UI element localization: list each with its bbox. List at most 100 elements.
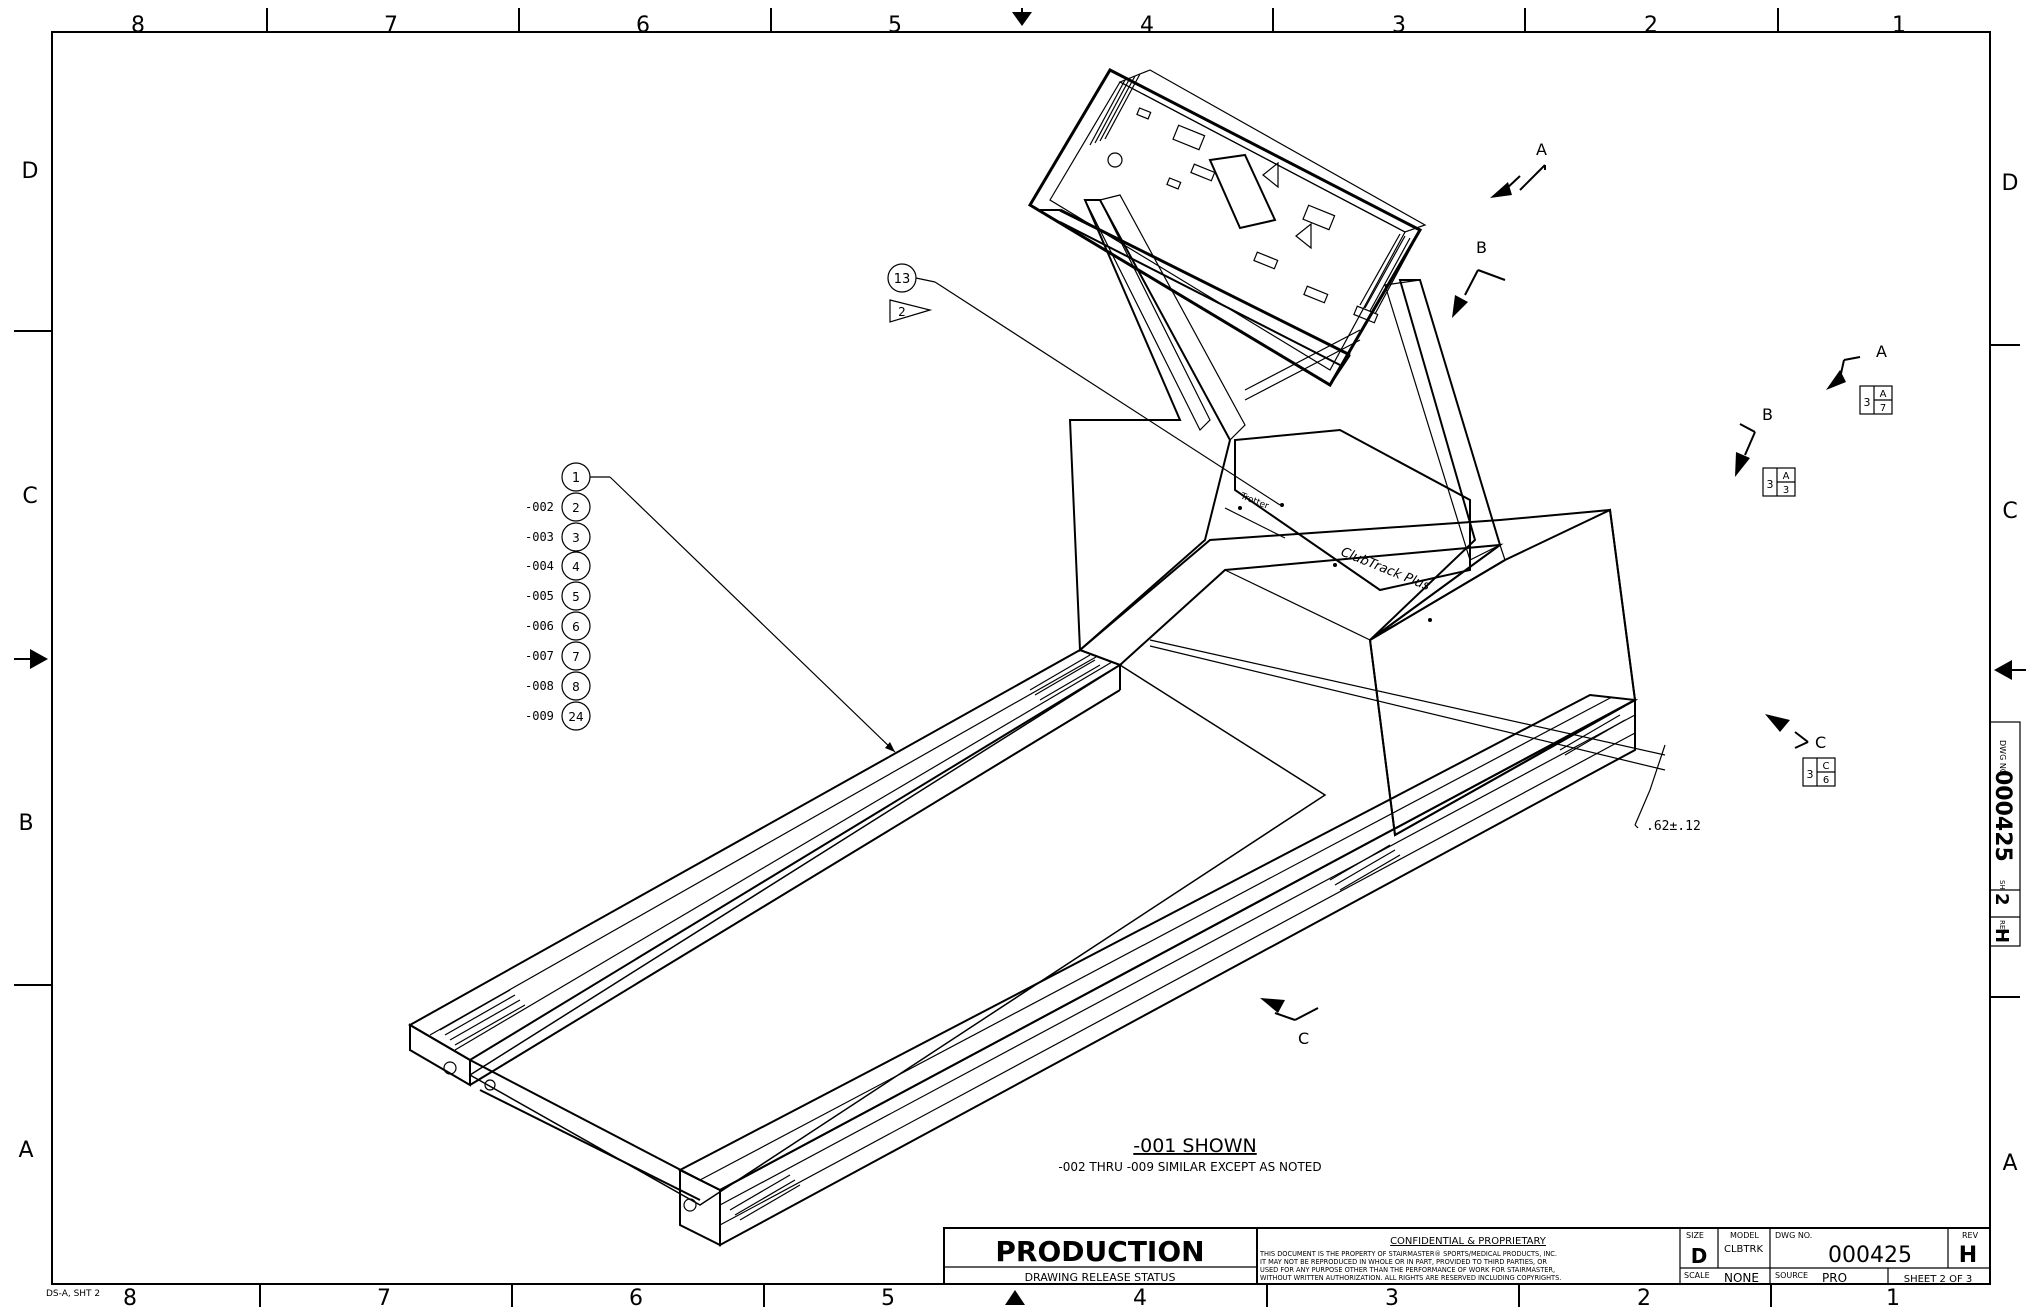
zone-row-label: D — [22, 159, 39, 184]
release-status-caption: DRAWING RELEASE STATUS — [1025, 1271, 1176, 1284]
item-callouts: 1 -002 2 -003 3 -004 4 -005 5 -006 6 -00… — [525, 263, 1281, 753]
dash-number: -006 — [525, 619, 554, 633]
source-label: SOURCE — [1775, 1271, 1808, 1280]
top-zone-labels: 8 7 6 5 4 3 2 1 — [131, 13, 1906, 38]
view-ref-b: 3 A 3 — [1762, 467, 1796, 497]
view-arrows: A B A 3 A 7 B 3 A 3 — [1260, 140, 1893, 1048]
view-label-a-right: A — [1876, 342, 1887, 361]
dash-item-label: 8 — [572, 680, 580, 694]
console-uprights — [1068, 194, 1502, 653]
svg-text:C: C — [1823, 761, 1830, 772]
balloon-item-label: 1 — [572, 471, 580, 486]
zone-row-label: D — [2002, 171, 2019, 196]
zone-row-label: C — [22, 484, 37, 509]
dash-item-label: 5 — [572, 590, 580, 604]
height-dimension: .62±.12 — [1149, 639, 1701, 834]
confidential-line: USED FOR ANY PURPOSE OTHER THAN THE PERF… — [1260, 1266, 1555, 1274]
dash-number: -002 — [525, 500, 554, 514]
zone-col-label: 6 — [629, 1286, 643, 1307]
dash-number: -007 — [525, 649, 554, 663]
flag-note-2 — [889, 299, 933, 323]
console-panel — [1027, 68, 1427, 388]
zone-row-label: A — [18, 1138, 33, 1163]
confidential-title: CONFIDENTIAL & PROPRIETARY — [1390, 1236, 1547, 1247]
dash-item-label: 2 — [572, 501, 580, 515]
brand-mark: Trotter — [1238, 491, 1270, 512]
view-label-a: A — [1536, 140, 1547, 159]
view-label-b-right: B — [1762, 405, 1773, 424]
svg-text:7: 7 — [1880, 403, 1886, 414]
right-zone-labels: D C A — [2002, 171, 2019, 1176]
size-value: D — [1691, 1244, 1708, 1268]
zone-col-label: 5 — [881, 1286, 895, 1307]
svg-text:A: A — [1783, 471, 1790, 482]
dash-item-label: 6 — [572, 620, 580, 634]
side-dwg-number: 000425 — [1990, 770, 2015, 862]
dwgno-value: 000425 — [1828, 1243, 1912, 1268]
rev-value: H — [1959, 1243, 1977, 1268]
zone-col-label: 1 — [1886, 1286, 1900, 1307]
dash-item-label: 4 — [572, 560, 580, 574]
zone-col-label: 5 — [888, 13, 902, 38]
sheet-ref-label: DS-A, SHT 2 — [46, 1289, 100, 1299]
sheet-count: SHEET 2 OF 3 — [1904, 1274, 1973, 1285]
dash-number: -004 — [525, 559, 554, 573]
flag-note-label: 2 — [898, 305, 906, 319]
drawing-border — [14, 8, 2026, 1307]
view-ref-a: 3 A 7 — [1859, 385, 1893, 415]
dwgno-label: DWG NO. — [1775, 1231, 1812, 1240]
dash-number: -005 — [525, 589, 554, 603]
view-ref-c: 3 C 6 — [1802, 757, 1836, 787]
view-label-c-right: C — [1815, 733, 1826, 752]
shown-note: -001 SHOWN — [1133, 1135, 1256, 1157]
svg-text:3: 3 — [1783, 485, 1789, 496]
zone-col-label: 4 — [1140, 13, 1154, 38]
svg-text:A: A — [1880, 389, 1887, 400]
confidential-line: THIS DOCUMENT IS THE PROPERTY OF STAIRMA… — [1259, 1250, 1557, 1258]
zone-row-label: B — [18, 811, 33, 836]
side-title-tab: DWG NO 000425 SH 2 REV H — [1989, 721, 2021, 947]
view-label-c: C — [1298, 1029, 1309, 1048]
release-status: PRODUCTION — [995, 1235, 1204, 1268]
view-label-b: B — [1476, 238, 1487, 257]
title-block: PRODUCTION DRAWING RELEASE STATUS CONFID… — [943, 1227, 1991, 1285]
balloon-item-label: 13 — [894, 272, 911, 287]
front-roller — [443, 1059, 701, 1212]
zone-col-label: 6 — [636, 13, 650, 38]
zone-col-label: 8 — [123, 1286, 137, 1307]
zone-col-label: 1 — [1892, 13, 1906, 38]
size-label: SIZE — [1686, 1231, 1704, 1240]
dash-number: -003 — [525, 530, 554, 544]
side-sheet-label: SH — [1998, 880, 2006, 890]
model-value: CLBTRK — [1724, 1244, 1763, 1255]
dash-item-list: -002 2 -003 3 -004 4 -005 5 -006 6 -007 … — [525, 492, 591, 731]
zone-row-label: A — [2002, 1151, 2017, 1176]
zone-col-label: 2 — [1637, 1286, 1651, 1307]
dash-number: -009 — [525, 709, 554, 723]
dimension-value: .62±.12 — [1646, 819, 1701, 834]
treadmill-isometric-view: Trotter ClubTrack Plus — [407, 68, 1701, 1247]
zone-col-label: 3 — [1385, 1286, 1399, 1307]
scale-value: NONE — [1724, 1271, 1759, 1285]
svg-text:3: 3 — [1864, 396, 1871, 409]
scale-label: SCALE — [1684, 1271, 1710, 1280]
similar-note: -002 THRU -009 SIMILAR EXCEPT AS NOTED — [1058, 1160, 1321, 1174]
dash-item-label: 7 — [572, 650, 580, 664]
zone-col-label: 3 — [1392, 13, 1406, 38]
dash-item-label: 24 — [568, 710, 583, 724]
side-dwg-label: DWG NO — [1998, 740, 2007, 775]
zone-row-label: C — [2002, 499, 2017, 524]
left-zone-labels: D C B A — [18, 159, 38, 1163]
side-rev-label: REV — [1998, 920, 2006, 934]
confidential-line: WITHOUT WRITTEN AUTHORIZATION. ALL RIGHT… — [1260, 1274, 1561, 1282]
left-side-rail — [407, 648, 1123, 1087]
zone-col-label: 4 — [1133, 1286, 1147, 1307]
side-sheet-number: 2 — [1991, 893, 2012, 906]
source-value: PRO — [1822, 1271, 1847, 1285]
dash-item-label: 3 — [572, 531, 580, 545]
view-notes: -001 SHOWN -002 THRU -009 SIMILAR EXCEPT… — [1058, 1135, 1321, 1174]
zone-col-label: 2 — [1644, 13, 1658, 38]
zone-col-label: 7 — [384, 13, 398, 38]
zone-col-label: 8 — [131, 13, 145, 38]
